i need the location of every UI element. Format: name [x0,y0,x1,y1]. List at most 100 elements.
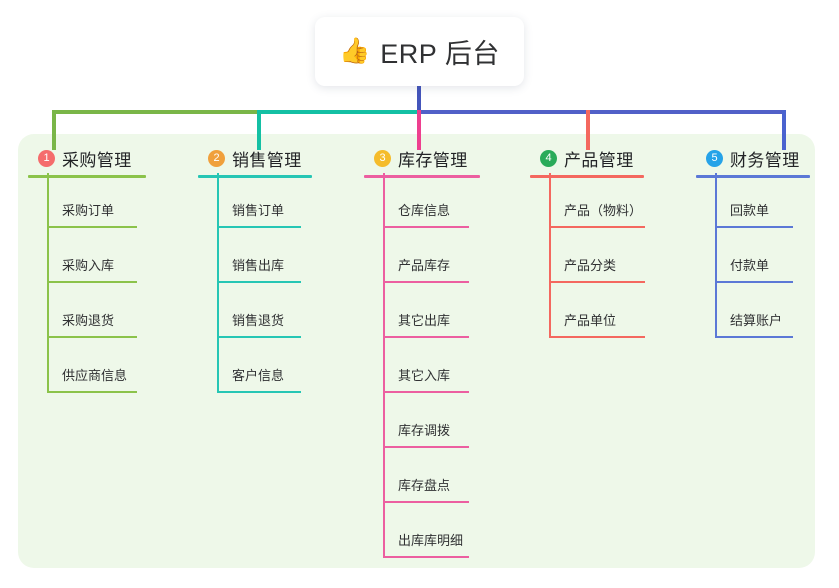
leaf-node[interactable]: 付款单 [696,228,800,283]
leaf-node[interactable]: 销售订单 [198,173,302,228]
branch-underline [28,175,146,178]
leaf-node-label: 采购入库 [62,258,115,273]
bus-segment-2 [259,110,419,114]
leaf-node[interactable]: 采购退货 [28,283,137,338]
branch-spine-line [217,173,219,393]
leaf-node-underline [383,446,469,448]
branch-leaf-list-4: 产品（物料） 产品分类产品单位 [530,173,645,338]
root-stem-line [417,86,421,114]
branch-underline [696,175,810,178]
leaf-node-label: 供应商信息 [62,368,128,383]
leaf-node[interactable]: 回款单 [696,173,800,228]
leaf-node[interactable]: 销售退货 [198,283,302,338]
leaf-node[interactable]: 仓库信息 [364,173,469,228]
branch-underline [530,175,644,178]
leaf-node-underline [715,281,793,283]
leaf-node-label: 产品库存 [398,258,451,273]
leaf-node-label: 仓库信息 [398,203,451,218]
leaf-node[interactable]: 产品（物料） [530,173,645,228]
leaf-node-label: 客户信息 [232,368,285,383]
leaf-node-underline [47,391,137,393]
leaf-node[interactable]: 产品分类 [530,228,645,283]
leaf-node-label: 销售退货 [232,313,285,328]
leaf-node-label: 产品分类 [564,258,617,273]
thumbs-up-icon: 👍 [339,37,371,65]
leaf-node-underline [217,226,301,228]
leaf-node[interactable]: 出库库明细 [364,503,469,558]
branch-header-5[interactable]: 5 财务管理 [696,146,810,178]
leaf-node[interactable]: 其它出库 [364,283,469,338]
leaf-node-underline [383,501,469,503]
leaf-node-underline [217,391,301,393]
leaf-node-label: 采购订单 [62,203,115,218]
branch-number-badge: 5 [706,149,723,167]
root-node-card[interactable]: 👍 ERP 后台 [315,17,524,86]
branch-header-1[interactable]: 1 采购管理 [28,146,146,178]
branch-leaf-list-3: 仓库信息产品库存其它出库其它入库库存调拨库存盘点出库库明细 [364,173,469,558]
leaf-node-underline [383,281,469,283]
bus-segment-3 [419,110,784,114]
leaf-node-label: 销售出库 [232,258,285,273]
leaf-node-label: 回款单 [730,203,770,218]
bus-segment-1 [54,110,259,114]
leaf-node-underline [383,391,469,393]
leaf-node-underline [715,226,793,228]
leaf-node-underline [383,336,469,338]
leaf-node[interactable]: 客户信息 [198,338,302,393]
leaf-node-underline [47,226,137,228]
root-node-title: ERP 后台 [380,39,500,69]
branch-spine-line [549,173,551,338]
leaf-node-underline [549,226,645,228]
leaf-node[interactable]: 产品库存 [364,228,469,283]
leaf-node-underline [47,281,137,283]
leaf-node[interactable]: 销售出库 [198,228,302,283]
leaf-node-label: 销售订单 [232,203,285,218]
branch-column-5: 5 财务管理回款单付款单结算账户 [696,146,810,338]
branch-underline [198,175,312,178]
leaf-node-label: 付款单 [730,258,770,273]
leaf-node-underline [549,336,645,338]
leaf-node-underline [715,336,793,338]
leaf-node-label: 结算账户 [730,313,783,328]
leaf-node-underline [217,281,301,283]
branch-leaf-list-5: 回款单付款单结算账户 [696,173,800,338]
leaf-node-label: 其它入库 [398,368,451,383]
branch-title: 采购管理 [62,150,132,170]
leaf-node-label: 出库库明细 [398,533,464,548]
leaf-node-underline [383,226,469,228]
leaf-node[interactable]: 库存调拨 [364,393,469,448]
leaf-node-underline [383,556,469,558]
branch-number-badge: 1 [38,149,55,167]
leaf-node-underline [549,281,645,283]
leaf-node-underline [217,336,301,338]
leaf-node[interactable]: 结算账户 [696,283,800,338]
leaf-node-label: 库存盘点 [398,478,451,493]
leaf-node[interactable]: 采购入库 [28,228,137,283]
leaf-node[interactable]: 采购订单 [28,173,137,228]
branches-panel [18,134,815,568]
leaf-node[interactable]: 库存盘点 [364,448,469,503]
branch-column-1: 1 采购管理采购订单采购入库采购退货供应商信息 [28,146,146,393]
leaf-node-label: 其它出库 [398,313,451,328]
branch-spine-line [715,173,717,338]
leaf-node-label: 库存调拨 [398,423,451,438]
branch-title: 产品管理 [564,150,634,170]
leaf-node-label: 产品（物料） [564,203,643,218]
branch-leaf-list-2: 销售订单销售出库销售退货客户信息 [198,173,302,393]
leaf-node[interactable]: 其它入库 [364,338,469,393]
branch-title: 财务管理 [730,150,800,170]
leaf-node-underline [47,336,137,338]
branch-leaf-list-1: 采购订单采购入库采购退货供应商信息 [28,173,137,393]
leaf-node[interactable]: 产品单位 [530,283,645,338]
branch-spine-line [383,173,385,558]
branch-number-badge: 3 [374,149,391,167]
branch-spine-line [47,173,49,393]
leaf-node[interactable]: 供应商信息 [28,338,137,393]
